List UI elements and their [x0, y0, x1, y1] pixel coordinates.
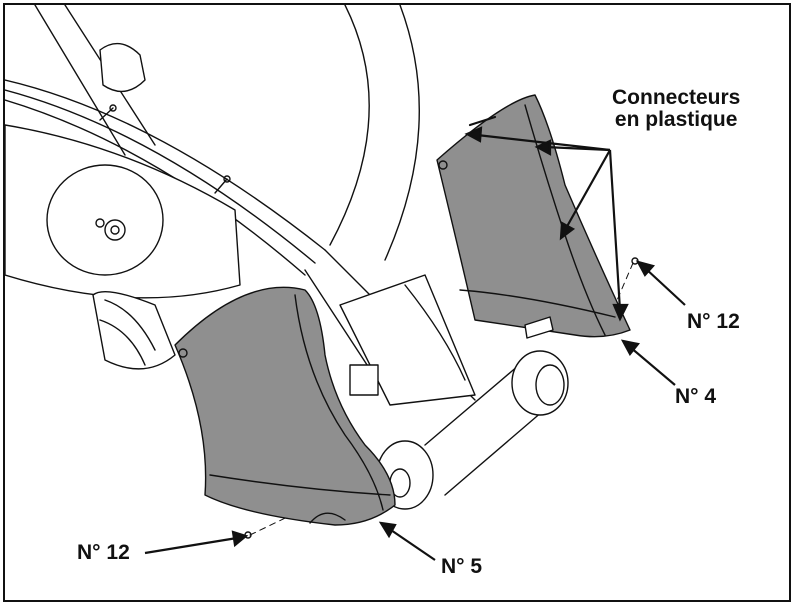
arrowhead-connector-4	[612, 303, 629, 322]
left-shroud-notch	[309, 512, 346, 524]
seat-housing	[99, 42, 146, 93]
right-shroud-tab	[524, 316, 554, 339]
arrow-connector-2	[544, 145, 611, 152]
upright-frame-inner	[329, 5, 370, 246]
diagram-frame: Connecteurs en plastique N° 12 N° 4 N° 1…	[3, 3, 791, 602]
flywheel-hub	[104, 219, 126, 241]
label-connecteurs: Connecteurs en plastique	[612, 86, 741, 132]
right-shroud	[436, 94, 631, 338]
left-pedal-strap-2	[99, 319, 146, 366]
arrowhead-connector-2	[534, 139, 552, 156]
assembly-illustration	[5, 5, 686, 561]
main-beam-top	[5, 79, 326, 251]
main-beam-bottom	[5, 99, 306, 276]
right-shroud-screw	[438, 160, 448, 170]
stabilizer-tube-top	[424, 359, 526, 446]
arrow-no5	[387, 527, 436, 561]
left-pedal	[92, 290, 176, 370]
stabilizer-endcap-right-inner	[535, 364, 565, 406]
label-no5: N° 5	[441, 555, 483, 578]
upright-left-post	[34, 5, 126, 156]
main-beam-edge	[5, 89, 316, 264]
arrowhead-no12-right	[635, 260, 656, 277]
left-shroud-screw	[178, 348, 188, 358]
arrowhead-no5	[378, 521, 397, 539]
stabilizer-tube-bottom	[444, 404, 551, 496]
beam-screw-head-2	[223, 175, 231, 183]
center-cable	[404, 284, 466, 381]
flywheel-hub-inner	[110, 225, 120, 235]
label-connecteurs-line1: Connecteurs	[612, 86, 741, 109]
arrowhead-no4	[620, 339, 640, 356]
left-shroud-fold	[294, 294, 384, 511]
flywheel-disc	[46, 164, 164, 276]
beam-screw-head-1	[109, 104, 117, 112]
arrow-no12-right	[644, 267, 686, 306]
arrow-no12-left	[144, 536, 238, 555]
arrow-connector-1	[476, 133, 611, 152]
left-pedal-strap	[104, 299, 156, 351]
center-bracket	[349, 364, 379, 396]
left-shroud	[174, 286, 396, 526]
arrow-connector-3	[564, 149, 611, 231]
arrow-no4	[629, 346, 676, 386]
upright-frame-outer	[384, 5, 420, 261]
arrowhead-connector-3	[559, 221, 576, 241]
right-shroud-slot	[468, 115, 497, 127]
stabilizer-endcap-right	[511, 350, 569, 416]
label-no4: N° 4	[675, 385, 717, 408]
flywheel-bolt	[95, 218, 105, 228]
arrowhead-connector-1	[464, 126, 483, 143]
arrow-connector-4	[608, 149, 622, 311]
left-shroud-base	[209, 474, 391, 496]
label-no12-right: N° 12	[687, 310, 740, 333]
right-shroud-base	[459, 289, 616, 318]
arrowhead-no12-left	[231, 530, 249, 548]
label-no12-left: N° 12	[77, 541, 130, 564]
label-connecteurs-line2: en plastique	[614, 108, 738, 132]
